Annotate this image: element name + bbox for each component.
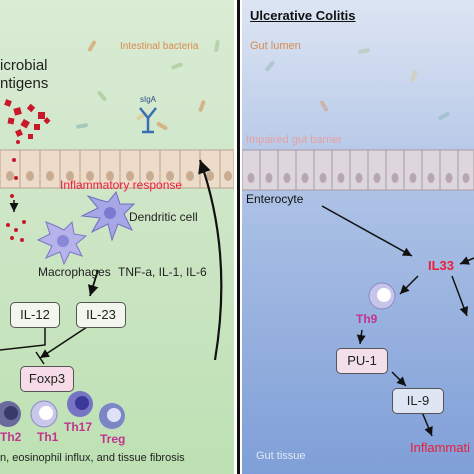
cell-label-treg: Treg: [100, 432, 126, 446]
il23-box: IL-23: [76, 302, 126, 328]
pu1-box: PU-1: [336, 348, 388, 374]
antigens-label-line2: ntigens: [0, 75, 49, 92]
il9-to-inflammation-arrow: [421, 411, 433, 437]
cell-label-th17: Th17: [64, 420, 93, 434]
inflammatory-response-label: Inflammatory response: [60, 178, 183, 192]
enterocyte-to-il33-arrow: [321, 205, 413, 257]
epithelium-right: [242, 149, 474, 191]
th9-cell-icon: [368, 282, 396, 310]
il33-to-th9-arrow: [399, 275, 419, 295]
right-edge-arrow: [459, 256, 474, 265]
crohns-panel: icrobial ntigens Intestinal bacteria sIg…: [0, 0, 234, 474]
dendritic-cell-icon: [80, 190, 136, 242]
cytokines-label: TNF-a, IL-1, IL-6: [118, 265, 207, 279]
th9-label: Th9: [356, 312, 378, 326]
impaired-barrier-label: Impaired gut barrier: [246, 134, 342, 146]
foxp3-box: Foxp3: [20, 366, 74, 392]
macrophages-label: Macrophages: [38, 265, 111, 279]
bottom-caption: n, eosinophil influx, and tissue fibrosi…: [0, 452, 185, 464]
pu1-to-il9-arrow: [391, 371, 407, 387]
t-cells: [0, 391, 125, 429]
epithelium-left: [0, 149, 234, 189]
feedback-arrow: [198, 159, 223, 361]
antigen-particles: [4, 99, 51, 139]
panel-title: Ulcerative Colitis: [250, 8, 356, 23]
inhibit-bar: [35, 351, 45, 365]
il12-box: IL-12: [10, 302, 60, 328]
il9-box: IL-9: [392, 388, 444, 414]
th9-to-pu1-arrow: [356, 329, 366, 345]
gut-tissue-label: Gut tissue: [256, 450, 306, 462]
enterocyte-label: Enterocyte: [246, 192, 304, 206]
cell-label-th2: Th2: [0, 430, 22, 444]
ulcerative-colitis-panel: Ulcerative Colitis Gut lumen Impaired gu…: [242, 0, 474, 474]
cell-label-th1: Th1: [37, 430, 59, 444]
panel-divider-line: [237, 0, 240, 474]
dendritic-cell-label: Dendritic cell: [129, 210, 198, 224]
antigens-label-line1: icrobial: [0, 57, 48, 74]
macrophage-icon: [36, 220, 88, 266]
siga-antibody-icon: [139, 107, 157, 134]
il12-line: [0, 325, 46, 351]
dc-to-il23-arrow: [88, 269, 99, 297]
bacteria-label: Intestinal bacteria: [120, 41, 199, 52]
siga-label: sIgA: [140, 95, 157, 104]
il23-to-foxp3-arrow: [39, 324, 91, 359]
il33-to-right-arrow: [451, 275, 469, 317]
antigen-flow-dots: [6, 140, 26, 242]
left-panel-graphics: [0, 40, 234, 429]
gut-lumen-label: Gut lumen: [250, 40, 301, 52]
right-panel-graphics: [242, 48, 474, 437]
il33-label: IL33: [428, 258, 455, 273]
inflammation-label: Inflammati: [410, 440, 470, 455]
right-bacteria-group: [265, 48, 450, 120]
